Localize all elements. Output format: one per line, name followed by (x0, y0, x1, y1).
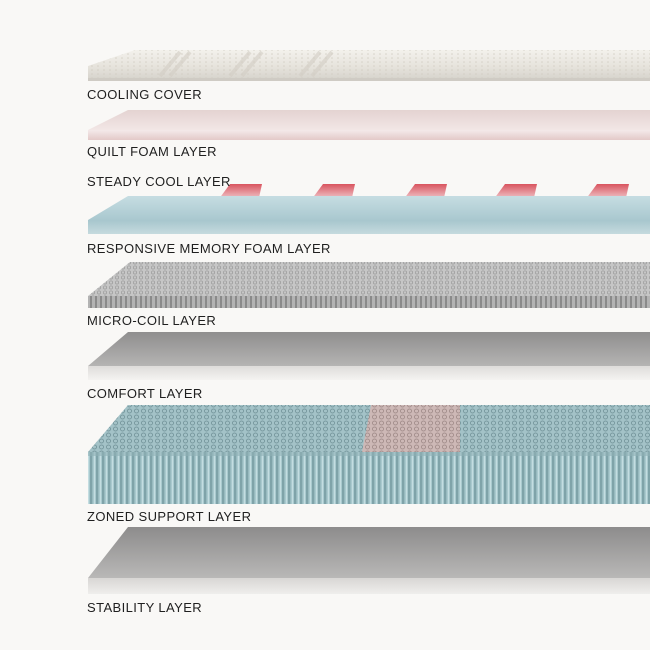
label-cooling-cover: COOLING COVER (87, 87, 202, 102)
label-stability-layer: STABILITY LAYER (87, 600, 203, 615)
zoned-support-layer (88, 405, 650, 504)
stability-layer (88, 527, 650, 594)
responsive-memory-foam-layer (88, 196, 650, 234)
micro-coil-layer (88, 262, 650, 308)
label-comfort-layer: COMFORT LAYER (87, 386, 203, 401)
cooling-cover-layer (88, 50, 650, 81)
comfort-layer (88, 332, 650, 380)
label-zoned-support-layer: ZONED SUPPORT LAYER (87, 509, 252, 524)
label-micro-coil-layer: MICRO-COIL LAYER (87, 313, 217, 328)
label-steady-cool-layer: STEADY COOL LAYER (87, 174, 231, 189)
label-responsive-memory-foam-layer: RESPONSIVE MEMORY FOAM LAYER (87, 241, 331, 256)
label-quilt-foam-layer: QUILT FOAM LAYER (87, 144, 217, 159)
quilt-foam-layer (88, 110, 650, 140)
